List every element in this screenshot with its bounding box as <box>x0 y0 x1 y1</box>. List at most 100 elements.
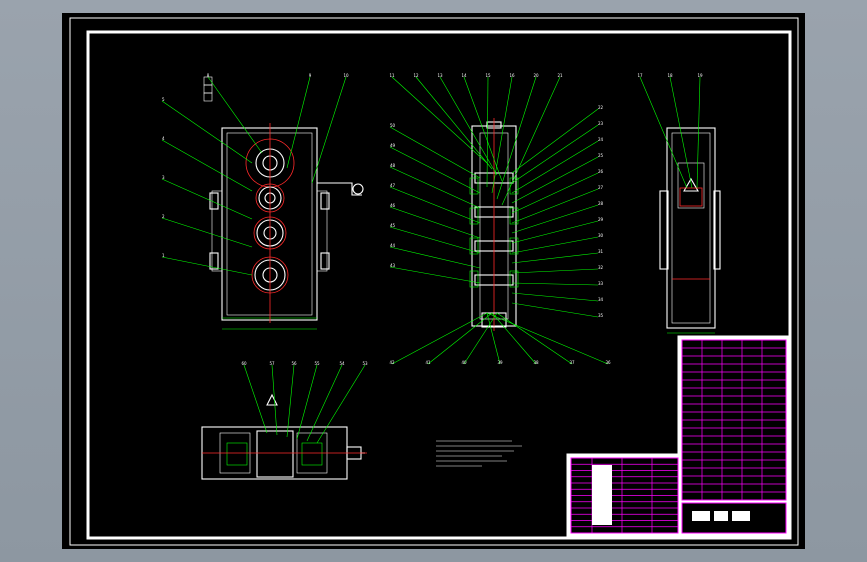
callout-number: 31 <box>598 249 604 254</box>
callout-number: 43 <box>390 263 396 268</box>
callout-leader <box>271 364 278 436</box>
callout-leader <box>161 256 253 276</box>
callout-number: 29 <box>598 217 604 222</box>
callout-number: 28 <box>598 201 604 206</box>
callout-leader <box>511 204 599 234</box>
callout-leader <box>511 124 599 184</box>
callout-number: 9 <box>309 73 312 78</box>
callout-leader <box>639 76 688 189</box>
technical-notes <box>436 440 522 467</box>
cad-drawing-canvas[interactable]: 5432189101112131415162021504948474645444… <box>62 13 805 549</box>
callout-leader <box>511 302 599 318</box>
callout-number: 33 <box>598 281 604 286</box>
callout-number: 23 <box>598 121 604 126</box>
callout-leader <box>161 178 253 220</box>
callout-number: 26 <box>598 169 604 174</box>
callout-number: 56 <box>291 361 297 366</box>
section-view[interactable] <box>469 118 519 331</box>
callout-leader <box>496 312 573 365</box>
callout-leader <box>207 76 263 154</box>
callout-leader <box>486 76 489 188</box>
drawing-outer-border <box>69 17 799 546</box>
callout-leader <box>486 312 501 365</box>
callout-number: 11 <box>389 73 395 78</box>
callout-number: 12 <box>413 73 419 78</box>
callout-leader <box>161 100 253 164</box>
callout-number: 3 <box>162 175 165 180</box>
callout-number: 54 <box>339 361 345 366</box>
callout-number: 37 <box>569 360 575 365</box>
callout-leader <box>511 140 599 194</box>
callout-leader <box>511 108 599 174</box>
callout-leader <box>486 312 609 365</box>
callout-leader <box>511 236 599 254</box>
callout-number: 18 <box>667 73 673 78</box>
callout-leader <box>243 364 268 434</box>
callout-number: 46 <box>390 203 396 208</box>
callout-leader <box>389 126 481 179</box>
bottom-view[interactable] <box>201 393 367 480</box>
callout-number: 34 <box>598 297 604 302</box>
callout-number: 32 <box>598 265 604 270</box>
callout-number: 60 <box>241 361 247 366</box>
callout-number: 1 <box>162 253 165 258</box>
callout-leader <box>389 226 481 254</box>
callout-number: 41 <box>425 360 431 365</box>
front-view[interactable] <box>203 76 364 330</box>
callout-leader <box>511 292 599 302</box>
callout-number: 35 <box>598 313 604 318</box>
side-view[interactable] <box>659 127 721 334</box>
callout-number: 19 <box>697 73 703 78</box>
callout-leader <box>389 186 481 224</box>
callout-leader <box>296 364 318 440</box>
callout-leader <box>511 220 599 244</box>
callout-leader <box>391 312 488 365</box>
callout-leader <box>389 206 481 239</box>
callout-leader <box>391 76 488 164</box>
callout-number: 50 <box>390 123 396 128</box>
callout-number: 48 <box>390 163 396 168</box>
callout-number: 40 <box>461 360 467 365</box>
callout-number: 2 <box>162 214 165 219</box>
callout-leader <box>389 166 481 209</box>
callout-number: 25 <box>598 153 604 158</box>
callout-leader <box>491 312 537 365</box>
callout-leader <box>161 217 253 248</box>
callout-leader <box>511 188 599 224</box>
callout-leader <box>316 364 366 444</box>
callout-leader <box>306 364 343 442</box>
callout-number: 15 <box>485 73 491 78</box>
callout-leader <box>463 312 498 365</box>
callout-number: 21 <box>557 73 563 78</box>
callout-leader <box>286 364 295 438</box>
callout-leader <box>511 156 599 204</box>
callout-leader <box>286 76 311 169</box>
callout-number: 22 <box>598 105 604 110</box>
drawing-inner-border <box>86 30 792 540</box>
callout-number: 39 <box>497 360 503 365</box>
callout-leader <box>669 76 693 189</box>
callout-number: 36 <box>605 360 611 365</box>
callout-number: 8 <box>207 73 210 78</box>
callout-leader <box>427 312 493 365</box>
callout-leader <box>389 246 481 269</box>
callout-number: 55 <box>314 361 320 366</box>
callout-number: 24 <box>598 137 604 142</box>
callout-leader <box>415 76 493 170</box>
callout-leader <box>501 76 561 206</box>
callout-leader <box>389 266 481 284</box>
callout-number: 49 <box>390 143 396 148</box>
callout-leader <box>696 76 701 189</box>
parts-list-table <box>677 335 789 537</box>
callout-number: 45 <box>390 223 396 228</box>
callout-leader <box>511 252 599 264</box>
callout-number: 47 <box>390 183 396 188</box>
callout-number: 38 <box>533 360 539 365</box>
callout-leader <box>511 172 599 214</box>
callout-leader <box>496 76 537 200</box>
callout-number: 20 <box>533 73 539 78</box>
callout-number: 14 <box>461 73 467 78</box>
callout-number: 4 <box>162 136 165 141</box>
